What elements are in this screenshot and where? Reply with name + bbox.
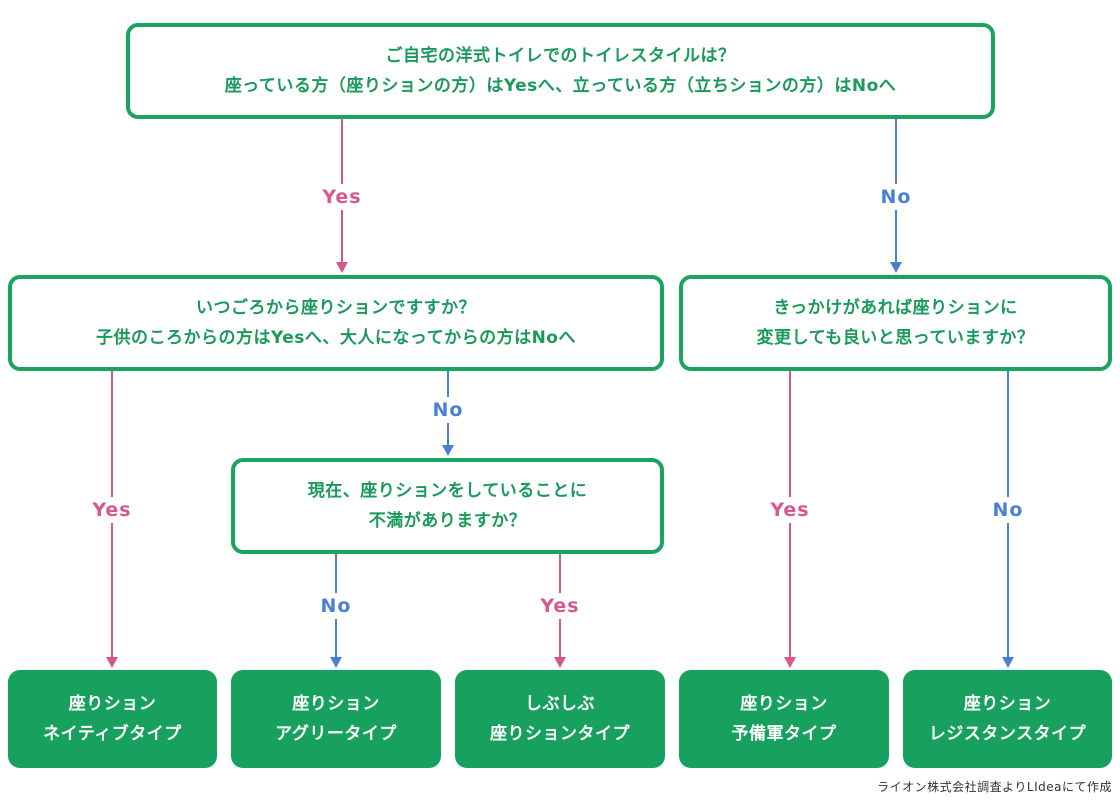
result-resistance-box: 座りション レジスタンスタイプ xyxy=(903,670,1112,768)
question-3-line-1: きっかけがあれば座りションに xyxy=(773,298,1018,318)
q3-no-arrowhead xyxy=(1002,657,1014,668)
q1-no-arrowhead xyxy=(890,262,902,273)
question-4-line-2: 不満がありますか？ xyxy=(368,511,527,531)
result-yobigun-line-1: 座りション xyxy=(740,694,828,714)
q4-yes-arrowhead xyxy=(554,657,566,668)
q3-no-label: No xyxy=(988,497,1028,523)
q2-yes-label: Yes xyxy=(88,497,136,523)
result-resistance-line-2: レジスタンスタイプ xyxy=(928,724,1087,744)
q4-yes-label: Yes xyxy=(536,593,584,619)
q1-no-label: No xyxy=(876,184,916,210)
q4-no-arrowhead xyxy=(330,657,342,668)
result-shibushibu-box: しぶしぶ 座りションタイプ xyxy=(455,670,665,768)
question-4-line-1: 現在、座りションをしていることに xyxy=(307,481,588,501)
question-2-line-1: いつごろから座りションですすか？ xyxy=(196,298,476,318)
result-native-line-2: ネイティブタイプ xyxy=(43,724,182,744)
result-native-box: 座りション ネイティブタイプ xyxy=(8,670,217,768)
q2-no-label: No xyxy=(428,397,468,423)
source-credit: ライオン株式会社調査よりLIdeaにて作成 xyxy=(877,780,1112,794)
question-1-line-2: 座っている方（座りションの方）はYesへ、立っている方（立ちションの方）はNoへ xyxy=(224,76,897,96)
q2-no-arrowhead xyxy=(442,445,454,456)
question-1-line-1: ご自宅の洋式トイレでのトイレスタイルは？ xyxy=(385,46,736,66)
q2-yes-arrowhead xyxy=(106,657,118,668)
q1-yes-arrowhead xyxy=(336,262,348,273)
result-yobigun-line-2: 予備軍タイプ xyxy=(731,724,837,744)
question-4-box: 現在、座りションをしていることに 不満がありますか？ xyxy=(231,458,664,554)
question-3-box: きっかけがあれば座りションに 変更しても良いと思っていますか？ xyxy=(679,275,1112,371)
q3-yes-label: Yes xyxy=(766,497,814,523)
result-yobigun-box: 座りション 予備軍タイプ xyxy=(679,670,889,768)
q1-yes-label: Yes xyxy=(318,184,366,210)
result-agree-line-2: アグリータイプ xyxy=(275,724,397,744)
result-shibushibu-line-2: 座りションタイプ xyxy=(490,724,630,744)
question-2-line-2: 子供のころからの方はYesへ、大人になってからの方はNoへ xyxy=(96,328,576,348)
result-agree-box: 座りション アグリータイプ xyxy=(231,670,441,768)
result-shibushibu-line-1: しぶしぶ xyxy=(525,694,595,714)
question-1-box: ご自宅の洋式トイレでのトイレスタイルは？ 座っている方（座りションの方）はYes… xyxy=(126,23,995,119)
result-native-line-1: 座りション xyxy=(68,694,157,714)
q3-yes-arrowhead xyxy=(784,657,796,668)
result-resistance-line-1: 座りション xyxy=(963,694,1052,714)
q4-no-label: No xyxy=(316,593,356,619)
result-agree-line-1: 座りション xyxy=(292,694,380,714)
question-2-box: いつごろから座りションですすか？ 子供のころからの方はYesへ、大人になってから… xyxy=(8,275,664,371)
question-3-line-2: 変更しても良いと思っていますか？ xyxy=(756,328,1035,348)
